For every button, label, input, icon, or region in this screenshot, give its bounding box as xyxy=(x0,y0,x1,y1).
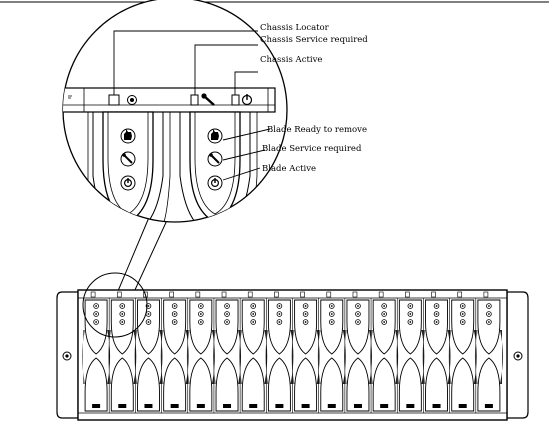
blade-12 xyxy=(370,291,399,413)
chassis-locator-icon xyxy=(127,95,137,105)
chassis-active-led xyxy=(231,94,240,106)
blade-14 xyxy=(422,291,451,413)
blade-2-active-icon xyxy=(207,175,223,191)
callout-labels: Chassis Locator Chassis Service required… xyxy=(260,23,368,174)
label-blade-ready-to-remove: Blade Ready to remove xyxy=(267,125,367,135)
blade-1-ready-icon xyxy=(120,128,136,144)
chassis-left-screw xyxy=(62,351,72,361)
label-chassis-service-required: Chassis Service required xyxy=(260,35,368,45)
blade-array xyxy=(82,291,503,413)
blade-10 xyxy=(317,291,346,413)
chassis-wrench-icon xyxy=(201,93,215,106)
blade-1-detail xyxy=(87,111,171,222)
blade-2-service-icon xyxy=(207,151,223,167)
blade-11 xyxy=(343,291,372,413)
blade-7 xyxy=(239,291,268,413)
leader-chassis-active xyxy=(234,71,258,95)
label-chassis-active: Chassis Active xyxy=(260,55,322,65)
leader-blade-ready xyxy=(222,128,271,141)
leader-lines xyxy=(113,30,271,181)
zoom-source-marker xyxy=(82,272,148,338)
blade-6 xyxy=(213,291,242,413)
label-chassis-locator: Chassis Locator xyxy=(260,23,330,33)
blade-4 xyxy=(160,291,189,413)
label-blade-active: Blade Active xyxy=(262,164,316,174)
leader-blade-active xyxy=(222,167,261,181)
chassis-front xyxy=(56,289,529,421)
blade-8 xyxy=(265,291,294,413)
blade-15 xyxy=(448,291,477,413)
leader-chassis-locator xyxy=(113,30,258,95)
chassis-right-screw xyxy=(513,351,523,361)
blade-13 xyxy=(396,291,425,413)
leader-chassis-service xyxy=(194,44,258,95)
magnified-detail xyxy=(62,0,288,223)
chassis-locator-led xyxy=(108,94,120,106)
blade-9 xyxy=(291,291,320,413)
blade-1 xyxy=(82,291,111,412)
label-blade-service-required: Blade Service required xyxy=(262,144,362,154)
blade-16 xyxy=(474,291,503,413)
leader-blade-service xyxy=(222,149,266,161)
blade-2 xyxy=(108,291,137,413)
chassis-rail xyxy=(63,87,276,113)
blade-1-active-icon xyxy=(120,175,136,191)
blade-5 xyxy=(186,291,215,413)
blade-2-ready-icon xyxy=(207,128,223,144)
chassis-service-led xyxy=(190,94,199,106)
blade-2-detail xyxy=(179,111,258,222)
blade-1-service-icon xyxy=(120,151,136,167)
chassis-power-icon xyxy=(241,94,253,106)
